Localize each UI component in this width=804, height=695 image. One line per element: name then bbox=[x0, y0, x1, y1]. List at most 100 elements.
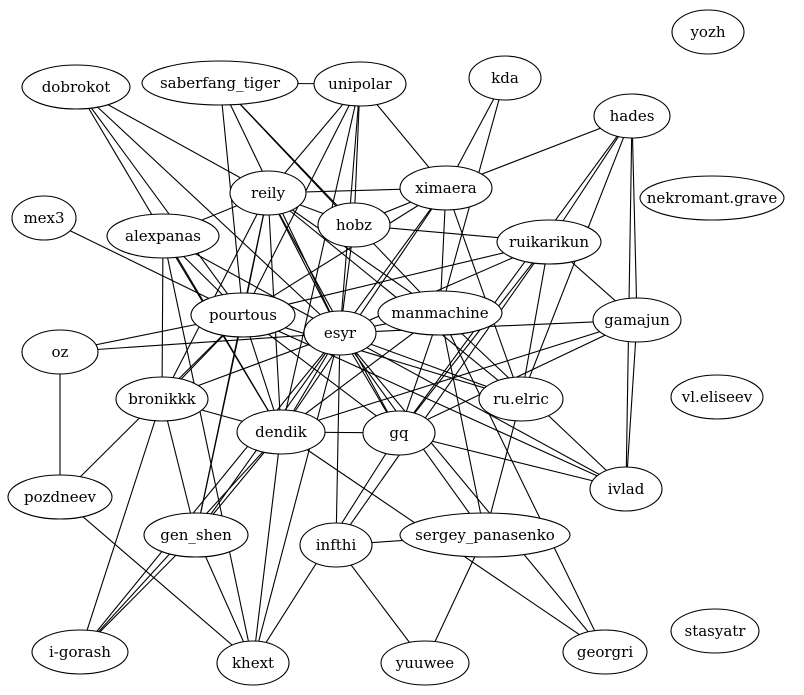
node-label: ivlad bbox=[608, 480, 645, 498]
node-khext: khext bbox=[216, 640, 290, 686]
node-ellipse bbox=[216, 640, 290, 686]
node-unipolar: unipolar bbox=[313, 61, 407, 107]
node-ellipse bbox=[190, 292, 296, 338]
node-ellipse bbox=[670, 374, 764, 420]
node-ellipse bbox=[496, 219, 602, 265]
node-label: oz bbox=[52, 343, 69, 361]
node-ellipse bbox=[399, 165, 493, 211]
node-ellipse bbox=[303, 310, 377, 356]
edge-pourtous-ivlad bbox=[242, 314, 627, 490]
edge-esyr-oz bbox=[59, 332, 341, 353]
edge-gamajun-ivlad bbox=[625, 319, 638, 490]
edge-ru.elric-sergey_panasenko bbox=[484, 398, 522, 536]
edge-bronikkk-i-gorash bbox=[79, 398, 163, 653]
node-ellipse bbox=[317, 202, 391, 248]
node-ellipse bbox=[21, 64, 131, 110]
node-manmachine: manmachine bbox=[377, 290, 503, 336]
node-label: alexpanas bbox=[125, 227, 201, 245]
nodes-layer: yozh dobrokot saberfang_tiger unipolar kda ha… bbox=[7, 9, 785, 686]
node-ellipse bbox=[639, 175, 785, 221]
node-pozdneev: pozdneev bbox=[7, 474, 113, 520]
node-ellipse bbox=[592, 297, 682, 343]
node-nekromant.grave: nekromant.grave bbox=[639, 175, 785, 221]
edge-ximaera-pourtous bbox=[242, 187, 447, 316]
node-label: vl.eliseev bbox=[681, 388, 753, 406]
node-label: reily bbox=[251, 184, 286, 202]
edge-unipolar-hobz bbox=[353, 83, 361, 226]
edge-alexpanas-bronikkk bbox=[161, 235, 164, 400]
edge-dobrokot-pourtous bbox=[75, 86, 244, 316]
node-ellipse bbox=[593, 93, 671, 139]
node-label: bronikkk bbox=[128, 390, 196, 408]
edge-dendik-khext bbox=[252, 431, 282, 664]
node-label: mex3 bbox=[23, 209, 64, 227]
node-ellipse bbox=[380, 640, 470, 686]
node-ellipse bbox=[478, 376, 564, 422]
node-ellipse bbox=[7, 474, 113, 520]
node-label: sergey_panasenko bbox=[415, 526, 555, 544]
node-label: hobz bbox=[336, 216, 372, 234]
node-ellipse bbox=[562, 629, 648, 675]
edge-esyr-i-gorash bbox=[79, 332, 341, 653]
node-label: ruikarikun bbox=[509, 233, 589, 251]
node-hades: hades bbox=[593, 93, 671, 139]
node-label: gamajun bbox=[604, 311, 670, 329]
node-ellipse bbox=[143, 512, 249, 558]
node-label: ru.elric bbox=[493, 390, 549, 408]
node-label: georgri bbox=[577, 643, 633, 661]
node-label: pourtous bbox=[209, 306, 277, 324]
node-ellipse bbox=[468, 55, 542, 101]
node-sergey_panasenko: sergey_panasenko bbox=[399, 512, 571, 558]
node-hobz: hobz bbox=[317, 202, 391, 248]
node-label: hades bbox=[610, 107, 655, 125]
edge-ruikarikun-pourtous bbox=[242, 241, 550, 316]
edge-dobrokot-esyr bbox=[75, 86, 341, 334]
node-label: stasyatr bbox=[685, 622, 747, 640]
node-label: kda bbox=[491, 69, 519, 87]
node-ellipse bbox=[589, 466, 663, 512]
node-kda: kda bbox=[468, 55, 542, 101]
edge-esyr-khext bbox=[252, 332, 341, 664]
node-ellipse bbox=[671, 9, 745, 55]
node-i-gorash: i-gorash bbox=[31, 629, 129, 675]
node-vl.eliseev: vl.eliseev bbox=[670, 374, 764, 420]
edge-esyr-georgri bbox=[339, 332, 606, 653]
edge-ximaera-esyr bbox=[339, 187, 447, 334]
edge-saberfang_tiger-manmachine bbox=[219, 82, 441, 314]
edge-ruikarikun-ru.elric bbox=[520, 241, 550, 400]
node-dendik: dendik bbox=[236, 409, 326, 455]
node-ru.elric: ru.elric bbox=[478, 376, 564, 422]
node-reily: reily bbox=[229, 170, 307, 216]
node-gen_shen: gen_shen bbox=[143, 512, 249, 558]
node-label: ximaera bbox=[415, 179, 476, 197]
node-label: khext bbox=[232, 654, 274, 672]
node-esyr: esyr bbox=[303, 310, 377, 356]
edge-manmachine-sergey_panasenko bbox=[439, 312, 486, 536]
node-dobrokot: dobrokot bbox=[21, 64, 131, 110]
edge-esyr-ivlad bbox=[339, 332, 627, 490]
node-label: gq bbox=[389, 424, 409, 442]
edge-gamajun-dendik bbox=[280, 319, 638, 433]
node-label: nekromant.grave bbox=[647, 189, 778, 207]
node-label: pozdneev bbox=[24, 488, 97, 506]
edge-esyr-infthi bbox=[335, 332, 341, 546]
node-label: unipolar bbox=[328, 75, 392, 93]
edge-reily-esyr bbox=[267, 192, 341, 334]
node-bronikkk: bronikkk bbox=[115, 376, 209, 422]
node-yozh: yozh bbox=[671, 9, 745, 55]
node-label: saberfang_tiger bbox=[160, 74, 281, 92]
node-ellipse bbox=[362, 410, 436, 456]
node-oz: oz bbox=[21, 329, 99, 375]
node-mex3: mex3 bbox=[11, 195, 77, 241]
node-label: yozh bbox=[689, 23, 725, 41]
node-ximaera: ximaera bbox=[399, 165, 493, 211]
edge-bronikkk-gen_shen bbox=[161, 398, 197, 536]
node-gq: gq bbox=[362, 410, 436, 456]
edge-ximaera-ru.elric bbox=[445, 187, 522, 400]
node-ellipse bbox=[299, 522, 373, 568]
node-saberfang_tiger: saberfang_tiger bbox=[141, 60, 299, 106]
node-ellipse bbox=[141, 60, 299, 106]
node-ellipse bbox=[21, 329, 99, 375]
node-label: yuuwee bbox=[395, 654, 455, 672]
